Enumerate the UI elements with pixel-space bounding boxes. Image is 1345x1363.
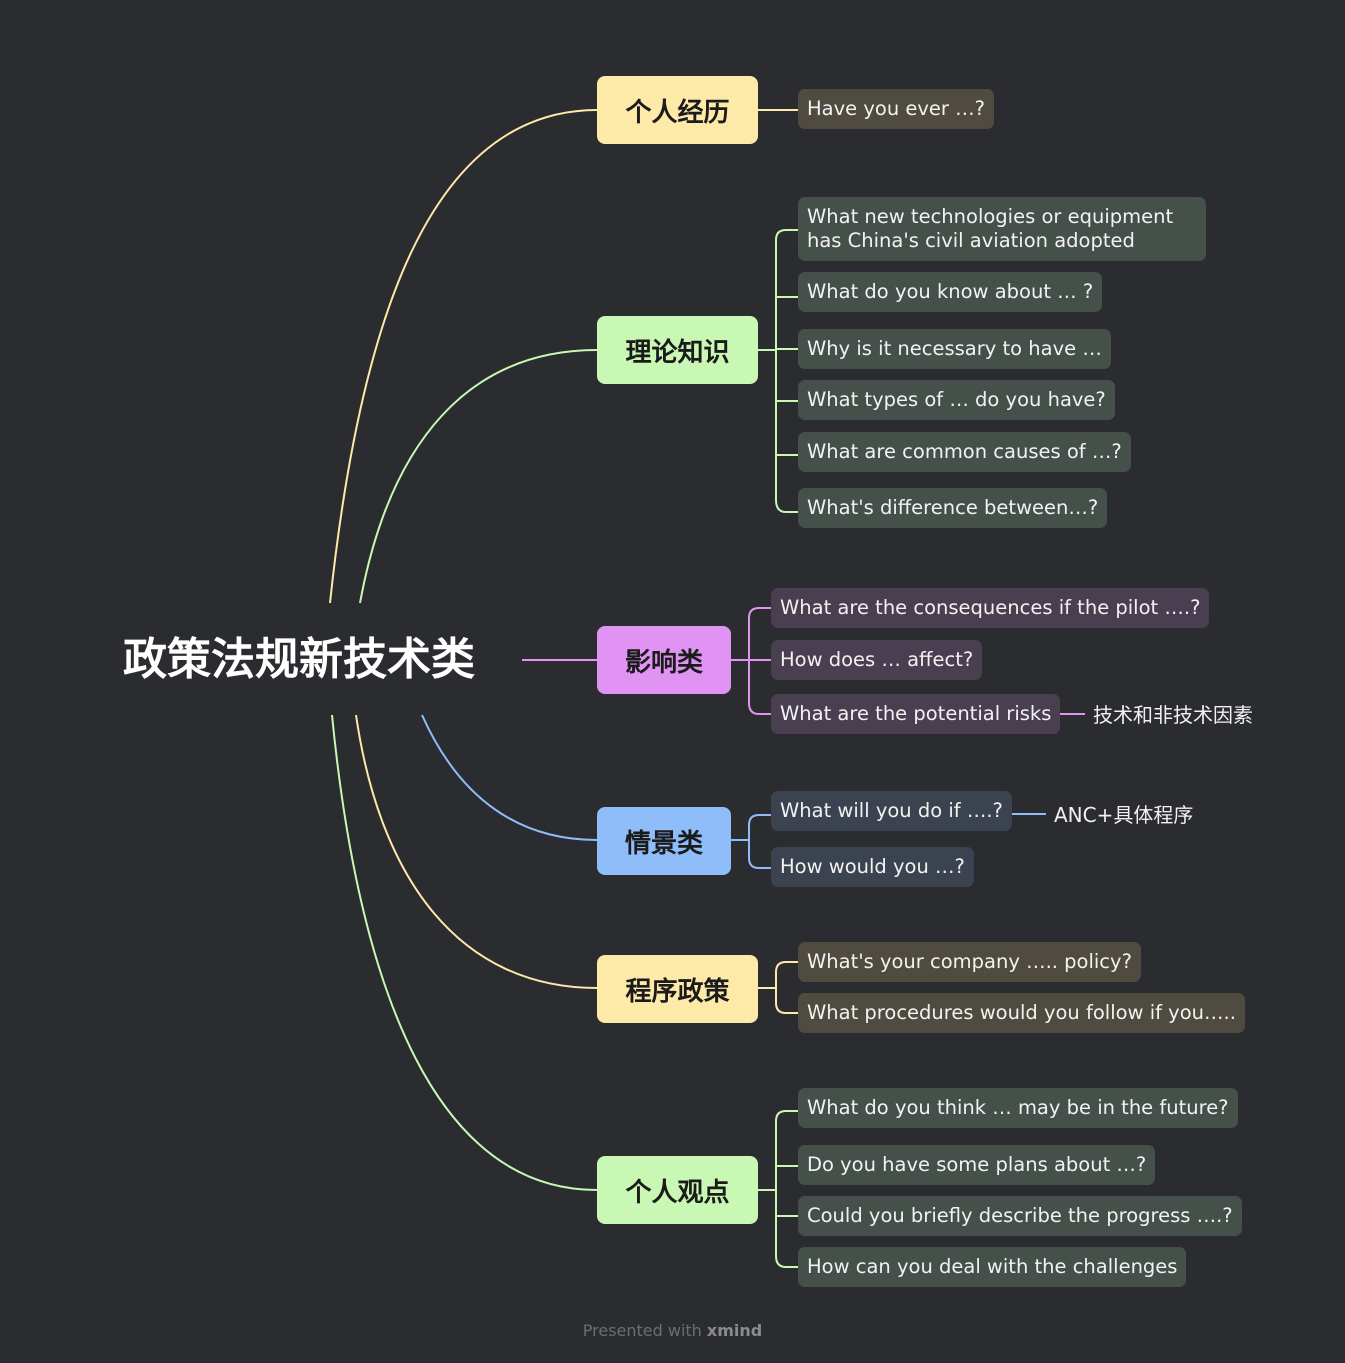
leaf-item[interactable]: What will you do if ….? [771,791,1012,831]
connector-b5-bracket [758,961,798,1014]
connector-b6-bracket [758,1110,798,1268]
leaf-item[interactable]: What are the potential risks [771,694,1061,734]
leaf-item[interactable]: What procedures would you follow if you…… [798,993,1245,1033]
footer-brand: xmind [706,1321,763,1340]
leaf-item[interactable]: What do you think … may be in the future… [798,1088,1238,1128]
floating-note[interactable]: ANC+具体程序 [1054,803,1194,827]
connector-branch-6 [331,714,598,1191]
leaf-item[interactable]: What's your company ….. policy? [798,942,1141,982]
connector-branch-5 [355,714,598,989]
leaf-item[interactable]: How can you deal with the challenges [798,1247,1187,1287]
connector-b4-bracket [731,813,1046,869]
connector-branch-1 [329,109,598,604]
branch-procedures-policy[interactable]: 程序政策 [597,955,758,1023]
connector-b2-bracket [758,229,798,513]
leaf-item[interactable]: Why is it necessary to have … [798,329,1111,369]
leaf-item[interactable]: How does … affect? [771,640,983,680]
leaf-item[interactable]: What's difference between…? [798,488,1108,528]
leaf-item[interactable]: What are the consequences if the pilot …… [771,588,1210,628]
connector-branch-2 [359,349,598,604]
footer-credit: Presented with xmind [0,1321,1345,1340]
branch-impact[interactable]: 影响类 [597,626,731,694]
branch-scenario[interactable]: 情景类 [597,807,731,875]
leaf-item[interactable]: Could you briefly describe the progress … [798,1196,1242,1236]
footer-prefix: Presented with [582,1321,707,1340]
connector-branch-4 [421,714,598,841]
central-topic[interactable]: 政策法规新技术类 [123,634,475,685]
leaf-item[interactable]: What do you know about … ? [798,272,1103,312]
leaf-item[interactable]: What new technologies or equipment has C… [798,197,1206,261]
leaf-item[interactable]: What types of … do you have? [798,380,1115,420]
leaf-item[interactable]: How would you …? [771,847,974,887]
branch-theoretical-knowledge[interactable]: 理论知识 [597,316,758,384]
leaf-item[interactable]: Have you ever …? [798,89,994,129]
leaf-item[interactable]: Do you have some plans about …? [798,1145,1156,1185]
floating-note[interactable]: 技术和非技术因素 [1093,703,1253,727]
branch-personal-opinion[interactable]: 个人观点 [597,1156,758,1224]
leaf-item[interactable]: What are common causes of …? [798,432,1131,472]
branch-personal-experience[interactable]: 个人经历 [597,76,758,144]
